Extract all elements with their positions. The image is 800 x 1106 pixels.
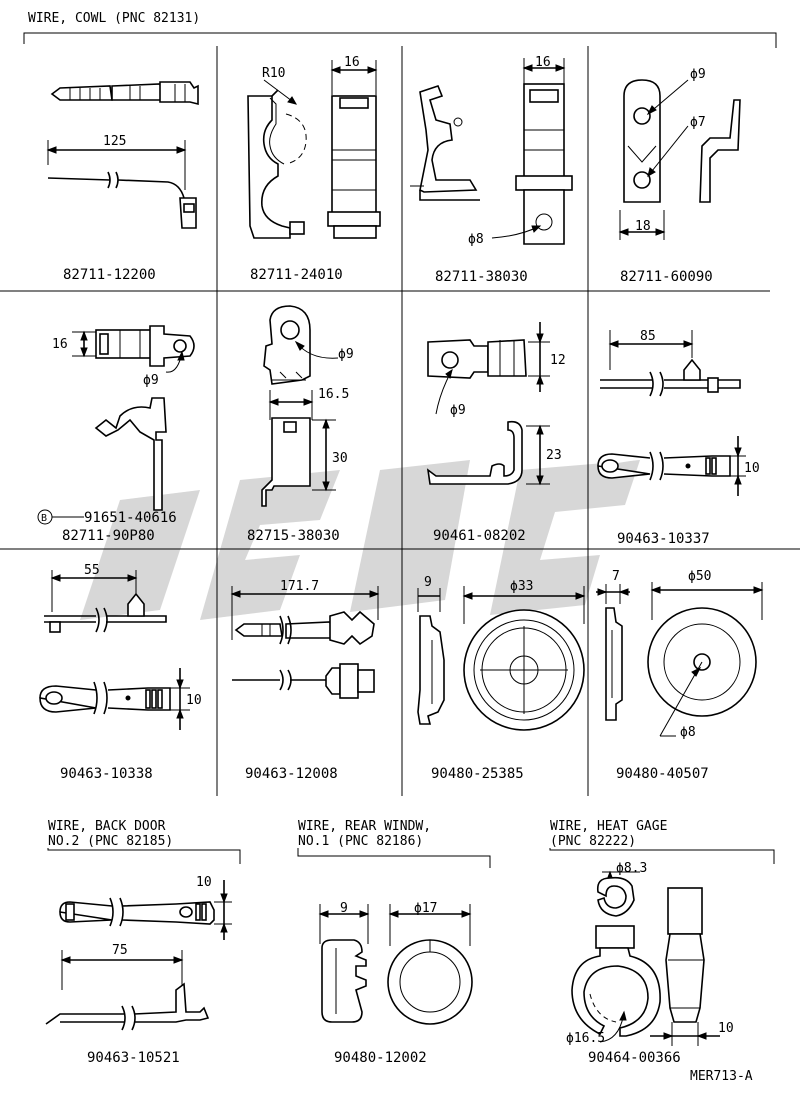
dim-10: 10 [744, 461, 760, 476]
dim-30: 30 [332, 451, 348, 466]
part-82711-38030 [410, 58, 573, 245]
callout-letter: B [41, 513, 47, 524]
dim-23: 23 [546, 448, 562, 463]
part-number: 90463-12008 [245, 766, 338, 782]
part-90463-10337 [597, 330, 746, 496]
rear-window-header-2: NO.1 (PNC 82186) [298, 834, 423, 849]
dim-75: 75 [112, 943, 128, 958]
rear-window-header: WIRE, REAR WINDW, [298, 819, 431, 834]
part-number: 90480-40507 [616, 766, 709, 782]
dim-18: 18 [635, 219, 651, 234]
back-door-header: WIRE, BACK DOOR [48, 819, 166, 834]
part-82711-12200 [46, 81, 199, 229]
part-number: 90461-08202 [433, 528, 526, 544]
heat-gage-header-2: (PNC 82222) [550, 834, 636, 849]
part-number: 82711-24010 [250, 267, 343, 283]
part-90480-12002 [318, 904, 473, 1025]
dim-16: 16 [344, 55, 360, 70]
dim-10: 10 [196, 875, 212, 890]
part-90463-10521 [45, 880, 232, 1031]
part-90480-25385 [417, 586, 586, 731]
part-number: 90480-25385 [431, 766, 524, 782]
dim-9: 9 [424, 575, 432, 590]
part-number: 82711-12200 [63, 267, 156, 283]
dim-10: 10 [718, 1021, 734, 1036]
part-90463-10338 [39, 570, 190, 730]
dim-phi50: ϕ50 [688, 569, 711, 584]
dim-phi8-3: ϕ8.3 [616, 861, 647, 876]
dim-phi9: ϕ9 [338, 347, 354, 362]
dim-16: 16 [535, 55, 551, 70]
dim-r10: R10 [262, 66, 285, 81]
part-82711-90P80 [72, 325, 195, 511]
part-number: 90463-10338 [60, 766, 153, 782]
part-number: 82711-90P80 [62, 528, 155, 544]
dim-phi8: ϕ8 [468, 232, 484, 247]
part-90463-12008 [230, 586, 380, 699]
watermark [80, 460, 640, 620]
part-number: 82711-60090 [620, 269, 713, 285]
part-90464-00366 [571, 870, 720, 1046]
dim-phi17: ϕ17 [414, 901, 437, 916]
dim-16: 16 [52, 337, 68, 352]
part-90461-08202 [426, 322, 550, 486]
dim-125: 125 [103, 134, 126, 149]
part-number: 90463-10337 [617, 531, 710, 547]
part-82715-38030 [261, 305, 339, 507]
heat-gage-header: WIRE, HEAT GAGE [550, 819, 667, 834]
dim-9: 9 [340, 901, 348, 916]
dim-16-5: 16.5 [318, 387, 349, 402]
dim-171-7: 171.7 [280, 579, 319, 594]
dim-phi9: ϕ9 [143, 373, 159, 388]
drawing-code: MER713-A [690, 1069, 753, 1084]
cowl-bracket [23, 32, 777, 48]
dim-phi9: ϕ9 [450, 403, 466, 418]
grid-lines [0, 46, 800, 796]
part-number: 90463-10521 [87, 1050, 180, 1066]
dim-12: 12 [550, 353, 566, 368]
part-number: 90480-12002 [334, 1050, 427, 1066]
part-number: 82715-38030 [247, 528, 340, 544]
part-82711-60090 [618, 79, 741, 240]
part-82711-24010 [247, 60, 381, 239]
heat-gage-bracket [549, 848, 775, 864]
dim-phi8: ϕ8 [680, 725, 696, 740]
part-number: 82711-38030 [435, 269, 528, 285]
back-door-header-2: NO.2 (PNC 82185) [48, 834, 173, 849]
part-number: 91651-40616 [84, 510, 177, 526]
rear-window-bracket [297, 848, 491, 868]
cowl-header: WIRE, COWL (PNC 82131) [28, 11, 200, 26]
dim-7: 7 [612, 569, 620, 584]
dim-phi33: ϕ33 [510, 579, 533, 594]
dim-phi9: ϕ9 [690, 67, 706, 82]
part-number: 90464-00366 [588, 1050, 681, 1066]
dim-85: 85 [640, 329, 656, 344]
dim-10: 10 [186, 693, 202, 708]
part-90480-40507 [596, 582, 764, 737]
dim-phi16-5: ϕ16.5 [566, 1031, 605, 1046]
dim-phi7: ϕ7 [690, 115, 706, 130]
back-door-bracket [47, 848, 241, 864]
dim-55: 55 [84, 563, 100, 578]
